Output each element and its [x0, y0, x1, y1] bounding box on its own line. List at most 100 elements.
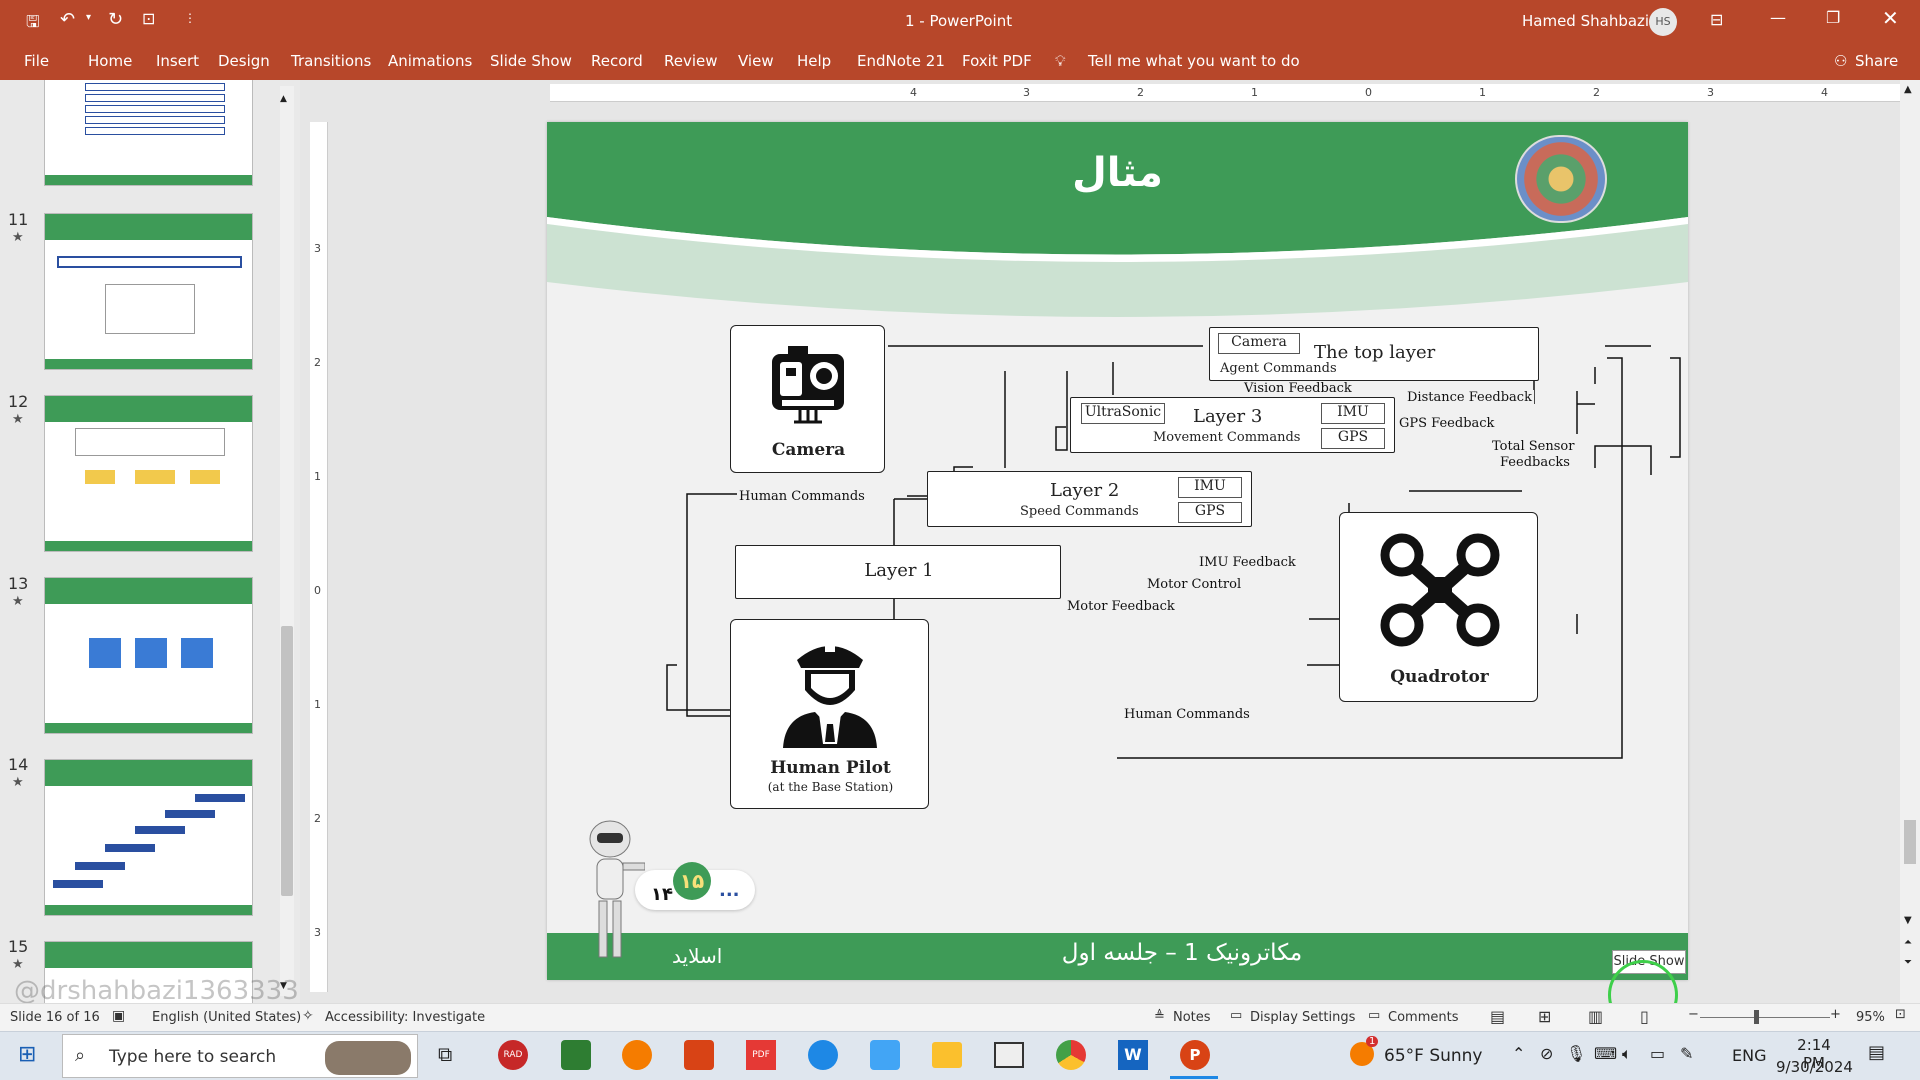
scrollbar-thumb[interactable] [1904, 820, 1916, 864]
layer-3-box[interactable]: UltraSonic Layer 3 Movement Commands IMU… [1070, 397, 1395, 453]
tab-view[interactable]: View [738, 52, 774, 70]
remote-desktop-icon[interactable] [870, 1040, 900, 1070]
reading-view-icon[interactable]: ▥ [1588, 1007, 1604, 1026]
undo-dropdown-icon[interactable]: ▾ [86, 12, 92, 23]
tab-file[interactable]: File [24, 52, 50, 70]
tab-design[interactable]: Design [218, 52, 270, 70]
taskbar-search[interactable]: ⌕ Type here to search [62, 1034, 418, 1078]
minimize-icon[interactable]: — [1770, 8, 1786, 27]
zoom-level[interactable]: 95% [1856, 1010, 1885, 1025]
comments-icon[interactable]: ▭ [1368, 1008, 1381, 1023]
slide-title[interactable]: مثال [1072, 150, 1163, 196]
tab-transitions[interactable]: Transitions [291, 52, 372, 70]
display-settings-icon[interactable]: ▭ [1230, 1008, 1243, 1023]
start-from-beginning-icon[interactable]: ⊡ [142, 9, 156, 28]
slide-thumbnail-12[interactable] [44, 395, 253, 552]
share-button[interactable]: Share [1855, 52, 1899, 70]
next-slide-icon[interactable]: ⏷ [1904, 957, 1912, 968]
notification-icon[interactable]: ▤ [1868, 1042, 1886, 1063]
scroll-down-icon[interactable]: ▼ [280, 981, 287, 991]
accessibility-status[interactable]: Accessibility: Investigate [325, 1010, 486, 1025]
pen-icon[interactable]: ✎ [1680, 1044, 1694, 1063]
undo-icon[interactable]: ↶ [60, 9, 76, 30]
quadrotor-box[interactable]: Quadrotor [1339, 512, 1538, 702]
comments-button[interactable]: Comments [1388, 1010, 1459, 1025]
ribbon-display-icon[interactable]: ⊟ [1710, 10, 1724, 29]
scroll-up-icon[interactable]: ▲ [280, 94, 287, 104]
network-icon[interactable]: ⊘ [1540, 1044, 1554, 1063]
lightbulb-icon[interactable]: 💡︎ [1055, 52, 1066, 70]
thumbnail-scrollbar[interactable]: ▲ ▼ [280, 86, 294, 996]
chrome-icon[interactable] [1056, 1040, 1086, 1070]
tab-animations[interactable]: Animations [388, 52, 473, 70]
editor-scrollbar[interactable]: ▲ ▼ ⏶ ⏷ [1900, 80, 1920, 1003]
word-icon[interactable]: W [1118, 1040, 1148, 1070]
clock-time[interactable]: 2:14 PM [1797, 1036, 1831, 1072]
top-layer-box[interactable]: Camera The top layer Agent Commands [1209, 327, 1539, 381]
show-hidden-icons[interactable]: ⌃ [1512, 1044, 1526, 1063]
slide-sorter-icon[interactable]: ⊞ [1538, 1007, 1552, 1026]
scroll-up-icon[interactable]: ▲ [1904, 84, 1912, 95]
zoom-in-icon[interactable]: + [1830, 1007, 1841, 1022]
layer-1-box[interactable]: Layer 1 [735, 545, 1061, 599]
scroll-down-icon[interactable]: ▼ [1904, 915, 1912, 926]
slide-thumbnail-11[interactable] [44, 213, 253, 370]
tab-endnote[interactable]: EndNote 21 [857, 52, 945, 70]
zoom-out-icon[interactable]: − [1688, 1007, 1699, 1022]
spelling-check-icon[interactable]: ▣ [112, 1008, 126, 1024]
app-icon[interactable] [684, 1040, 714, 1070]
scrollbar-thumb[interactable] [281, 626, 293, 896]
mail-icon[interactable] [994, 1042, 1024, 1068]
clock-date[interactable]: 9/30/2024 [1776, 1058, 1853, 1076]
tab-record[interactable]: Record [591, 52, 643, 70]
tab-foxit-pdf[interactable]: Foxit PDF [962, 52, 1032, 70]
redo-icon[interactable]: ↻ [108, 9, 124, 30]
zoom-slider[interactable] [1700, 1017, 1830, 1018]
notes-icon[interactable]: ≜ [1154, 1009, 1165, 1024]
battery-icon[interactable]: ▭ [1650, 1044, 1666, 1063]
edge-legacy-icon[interactable] [622, 1040, 652, 1070]
edge-icon[interactable] [808, 1040, 838, 1070]
restore-icon[interactable]: ❐ [1826, 8, 1841, 27]
task-view-icon[interactable]: ⧉ [438, 1042, 453, 1066]
normal-view-icon[interactable]: ▤ [1490, 1007, 1506, 1026]
tab-help[interactable]: Help [797, 52, 832, 70]
rad-app-icon[interactable]: RAD [498, 1040, 528, 1070]
pdf-app-icon[interactable]: PDF [746, 1040, 776, 1070]
tab-insert[interactable]: Insert [156, 52, 200, 70]
powerpoint-icon[interactable]: P [1180, 1040, 1210, 1070]
customize-toolbar-icon[interactable]: ⋮ [184, 11, 196, 25]
camera-app-icon[interactable] [561, 1040, 591, 1070]
previous-slide-icon[interactable]: ⏶ [1904, 937, 1912, 948]
fit-to-window-icon[interactable]: ⊡ [1895, 1007, 1906, 1022]
tell-me-search[interactable]: Tell me what you want to do [1088, 52, 1300, 70]
tab-review[interactable]: Review [664, 52, 718, 70]
share-icon[interactable]: ⚇ [1834, 52, 1848, 70]
close-icon[interactable]: ✕ [1882, 6, 1899, 30]
avatar[interactable]: HS [1649, 8, 1677, 36]
zoom-slider-thumb[interactable] [1754, 1010, 1759, 1024]
language-indicator[interactable]: English (United States) [152, 1010, 302, 1025]
slide-thumbnail-13[interactable] [44, 577, 253, 734]
accessibility-icon[interactable]: ✧ [302, 1008, 314, 1024]
file-explorer-icon[interactable] [932, 1042, 962, 1068]
windows-start-icon[interactable]: ⊞ [18, 1042, 37, 1067]
slide-thumbnail-15[interactable] [44, 941, 253, 1003]
slide-show-icon[interactable]: ▯ [1640, 1007, 1649, 1026]
slide-thumbnail-10[interactable] [44, 80, 253, 186]
camera-box[interactable]: Camera [730, 325, 885, 473]
slide-canvas[interactable]: مثال Camera Camera The top layer Agent C… [547, 122, 1688, 980]
language-ime[interactable]: ENG [1732, 1046, 1767, 1065]
human-pilot-box[interactable]: Human Pilot (at the Base Station) [730, 619, 929, 809]
notes-button[interactable]: Notes [1173, 1010, 1211, 1025]
user-name[interactable]: Hamed Shahbazi [1522, 12, 1650, 30]
display-settings-button[interactable]: Display Settings [1250, 1010, 1356, 1025]
save-icon[interactable]: 🖫 [26, 12, 40, 31]
tab-slide-show[interactable]: Slide Show [490, 52, 572, 70]
search-input[interactable]: Type here to search [109, 1047, 277, 1067]
weather-text[interactable]: 65°F Sunny [1384, 1046, 1483, 1066]
volume-icon[interactable]: 🔈︎ [1622, 1044, 1632, 1063]
slide-thumbnail-14[interactable] [44, 759, 253, 916]
microphone-icon[interactable]: 🎙︎ [1566, 1044, 1587, 1063]
tab-home[interactable]: Home [88, 52, 133, 70]
